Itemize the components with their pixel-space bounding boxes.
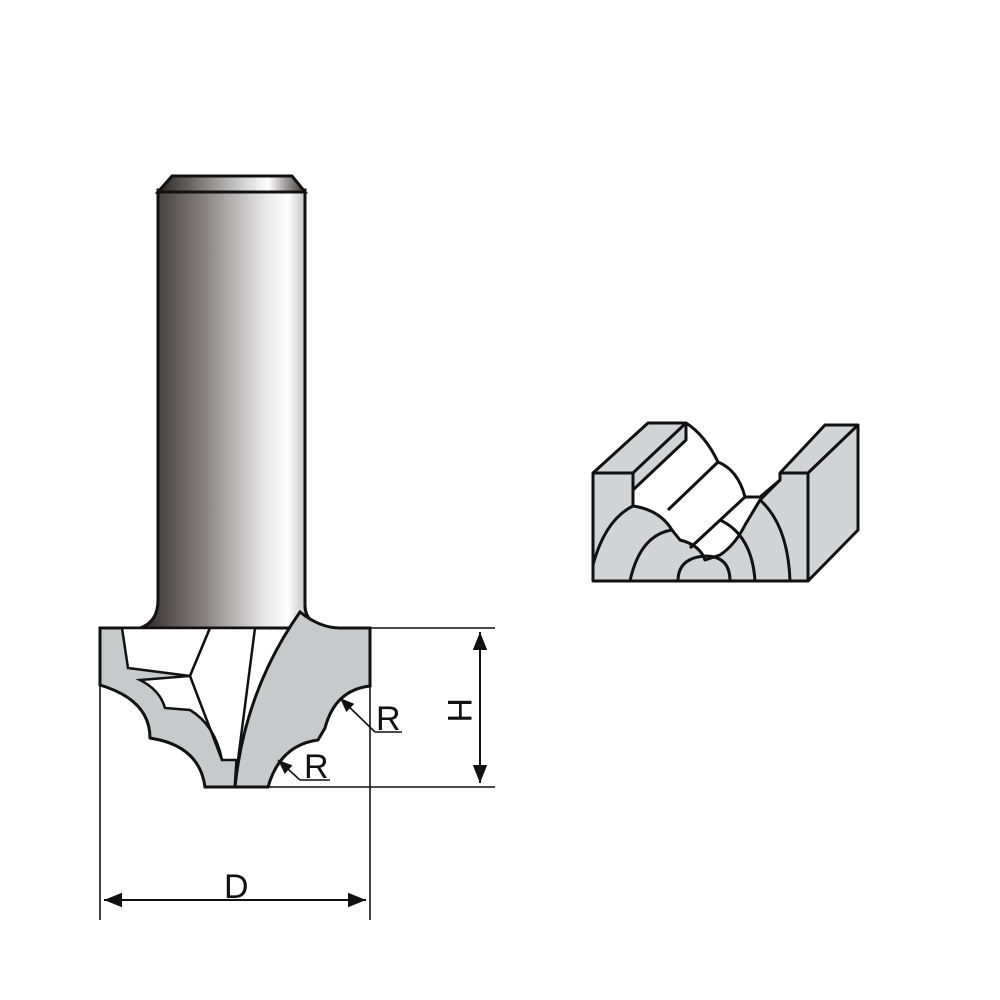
cutter-right-wing [233,609,372,789]
cutter-left-wing [98,626,257,789]
profile-cut-illustration [591,421,860,583]
diameter-label: D [224,868,249,906]
shank [139,174,331,630]
radius-label-lower: R [304,748,329,786]
height-label: H [440,698,478,723]
dimension-lines [99,627,495,920]
radius-label-upper: R [376,700,401,738]
